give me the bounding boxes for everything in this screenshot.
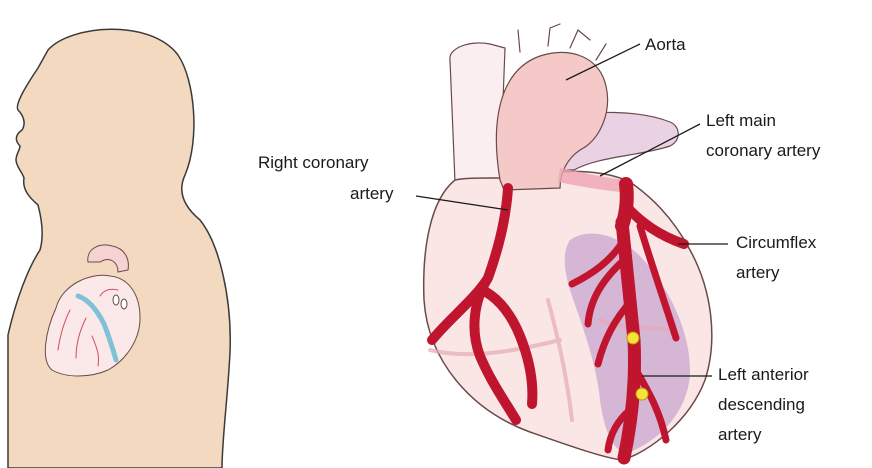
label-circumflex-line2: artery <box>736 263 780 282</box>
label-left-main-line2: coronary artery <box>706 141 821 160</box>
label-circumflex-line1: Circumflex <box>736 233 817 252</box>
label-aorta: Aorta <box>645 35 686 54</box>
label-lad-line1: Left anterior <box>718 365 809 384</box>
plaque-upper <box>627 332 639 344</box>
aorta <box>496 53 607 190</box>
small-vessel-opening-2 <box>121 299 127 309</box>
human-silhouette <box>8 29 230 468</box>
label-left-main-line1: Left main <box>706 111 776 130</box>
label-lad-line2: descending <box>718 395 805 414</box>
small-vessel-opening-1 <box>113 295 119 305</box>
label-right-coronary-line2: artery <box>350 184 394 203</box>
plaque-lower <box>636 388 648 400</box>
superior-vena-cava <box>450 43 505 182</box>
label-right-coronary-line1: Right coronary <box>258 153 369 172</box>
large-heart <box>424 24 712 460</box>
label-lad-line3: artery <box>718 425 762 444</box>
